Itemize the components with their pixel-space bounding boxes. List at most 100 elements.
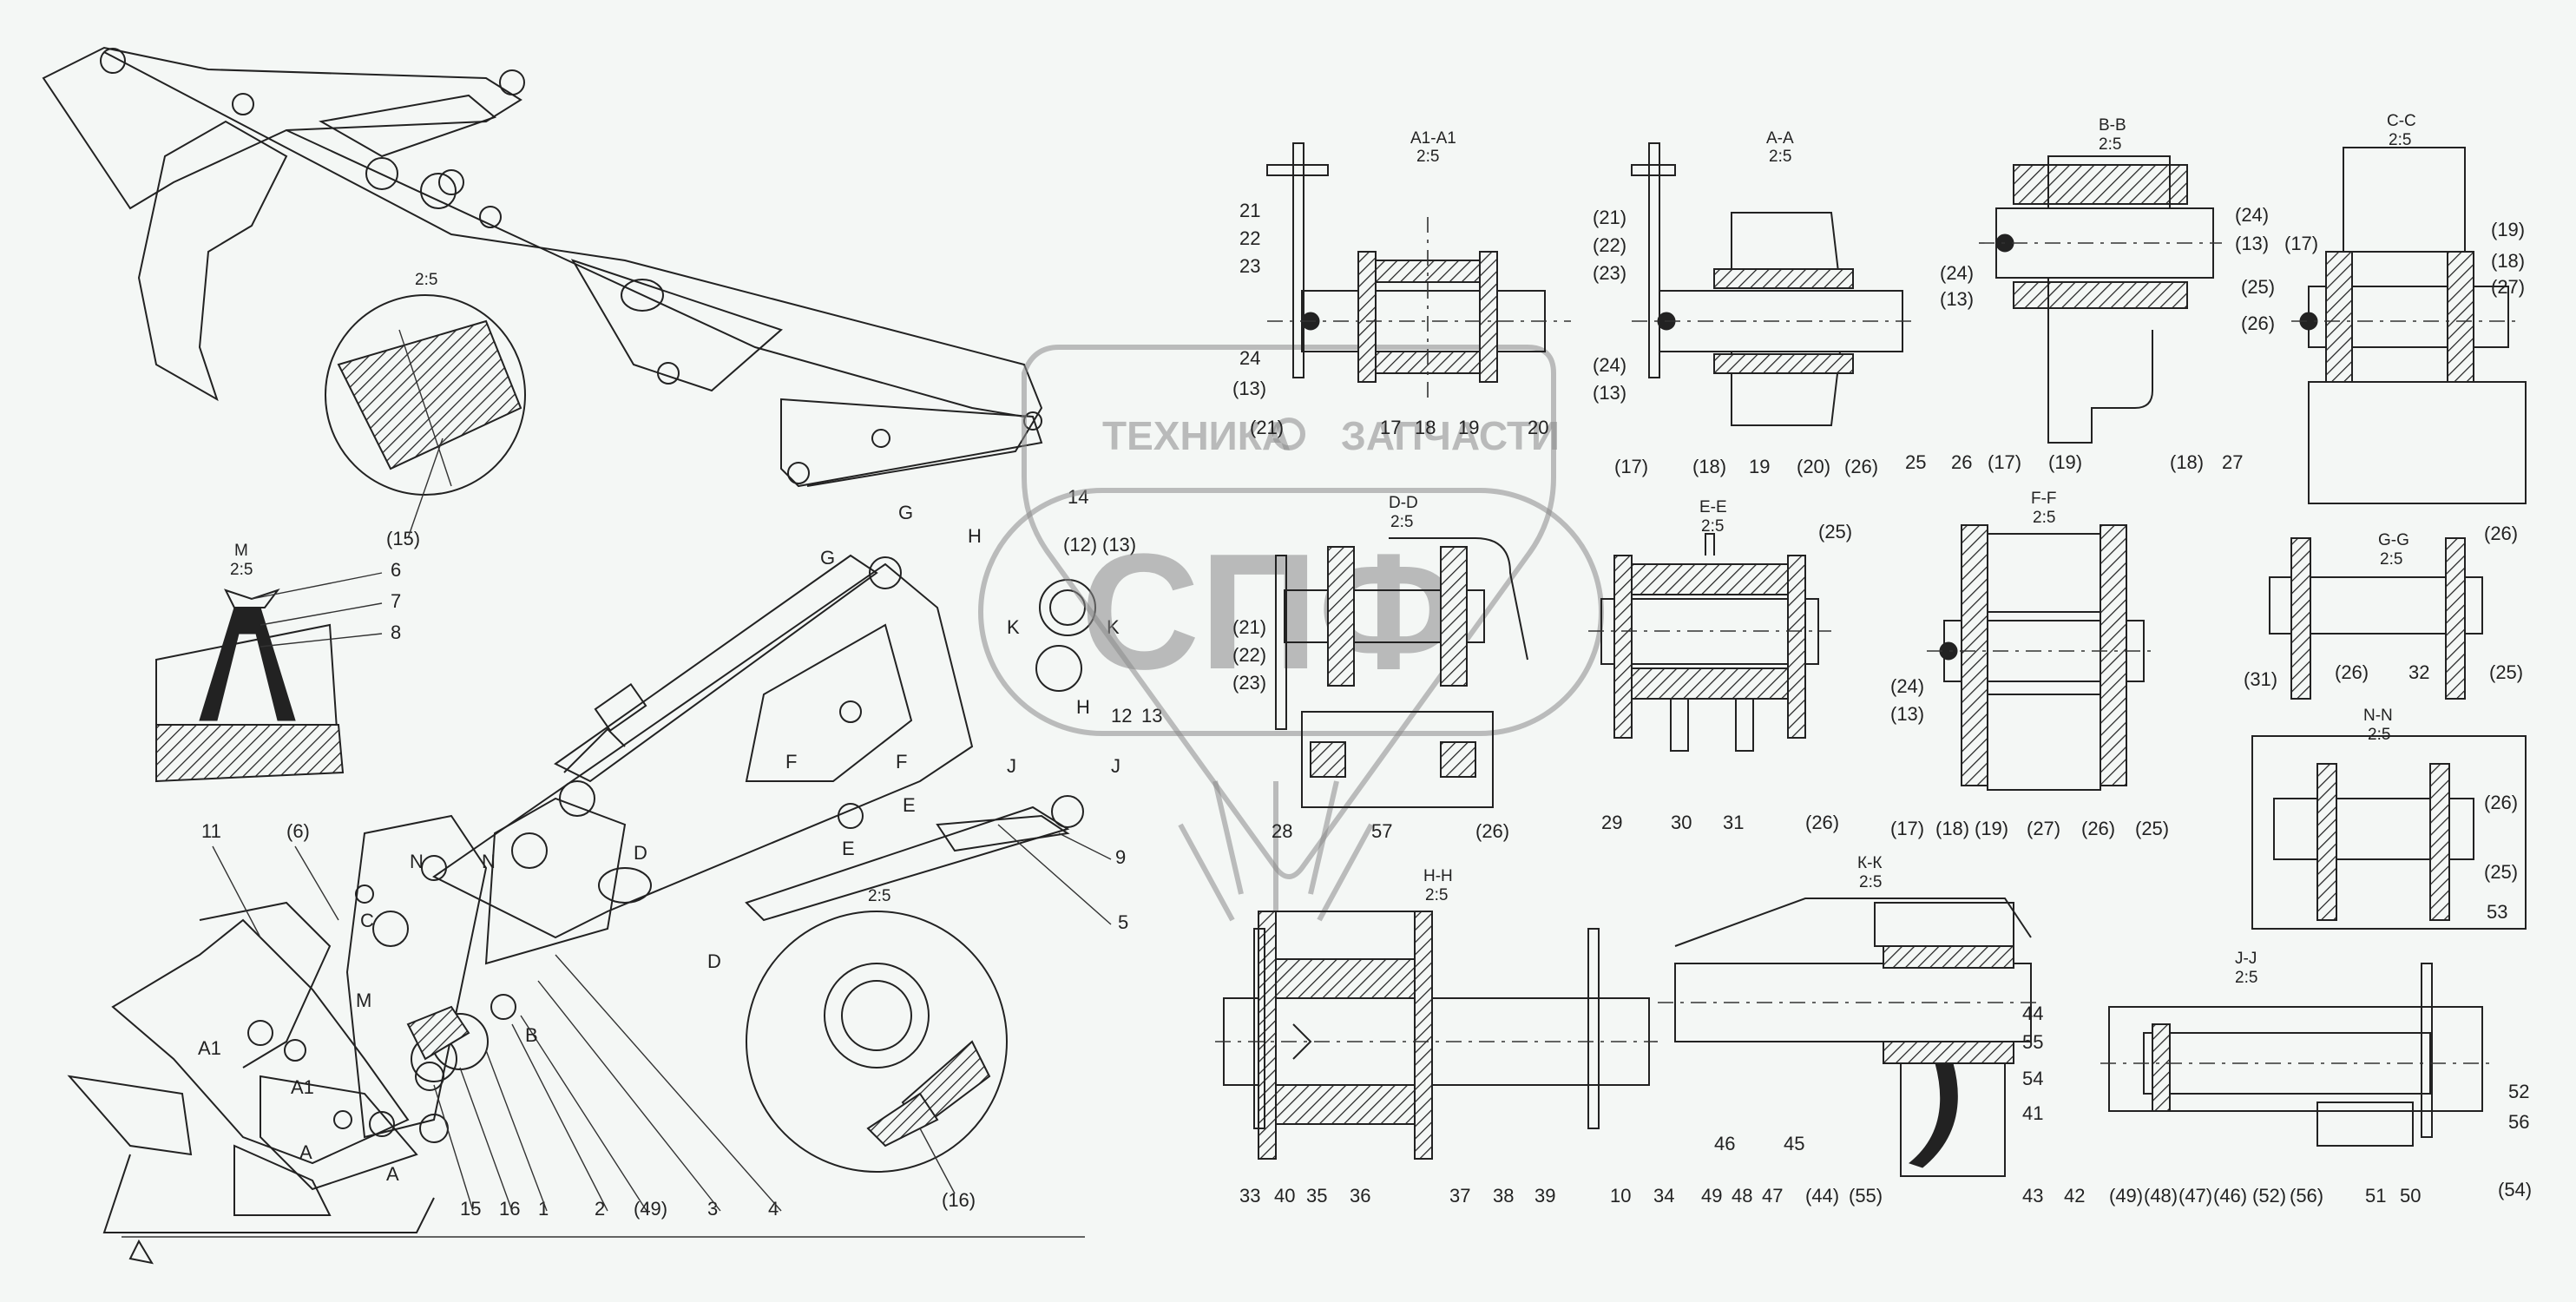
label-k-1: K <box>1007 616 1020 638</box>
hh-label-33: 33 <box>1239 1185 1260 1207</box>
section-nn-scale: 2:5 <box>2368 726 2390 744</box>
nn-label-25: (25) <box>2484 861 2518 883</box>
jj-label-49: (49) <box>2109 1185 2143 1207</box>
detail1-scale: 2:5 <box>415 271 437 289</box>
ee-label-31: 31 <box>1723 812 1744 833</box>
bb-label-17: (17) <box>1988 451 2021 473</box>
section-gg-title: G-G <box>2378 531 2409 549</box>
label-16-paren: (16) <box>942 1189 976 1211</box>
label-16: 16 <box>499 1198 520 1220</box>
a1a1-label-23: 23 <box>1239 255 1260 277</box>
gg-label-25: (25) <box>2489 661 2523 683</box>
aa-label-17: (17) <box>1614 456 1648 477</box>
gg-label-26: (26) <box>2484 523 2518 544</box>
main-assembly-view: 2:5 (15) <box>42 46 1162 1265</box>
section-m-scale: 2:5 <box>230 561 253 579</box>
gg-label-26b: (26) <box>2335 661 2369 683</box>
section-hh-scale: 2:5 <box>1425 886 1448 904</box>
jj-label-52: (52) <box>2252 1185 2286 1207</box>
aa-label-22: (22) <box>1593 234 1626 256</box>
section-dd-scale: 2:5 <box>1390 513 1413 531</box>
kk-label-46: 46 <box>1714 1133 1735 1154</box>
label-49-paren: (49) <box>634 1198 667 1220</box>
kk-label-43: 43 <box>2022 1185 2043 1207</box>
section-a1a1-title: А1-А1 <box>1410 129 1456 148</box>
aa-label-20: (20) <box>1797 456 1830 477</box>
ff-label-25: (25) <box>2135 818 2169 839</box>
section-kk-title: К-К <box>1857 854 1882 872</box>
bb-label-26: 26 <box>1951 451 1972 473</box>
ee-label-29: 29 <box>1601 812 1622 833</box>
jj-label-48: (48) <box>2144 1185 2178 1207</box>
section-jj-scale: 2:5 <box>2235 969 2257 987</box>
aa-label-21: (21) <box>1593 207 1626 228</box>
label-6: 6 <box>391 559 401 581</box>
ff-label-13: (13) <box>1890 703 1924 725</box>
kk-label-47: 47 <box>1762 1185 1783 1207</box>
kk-label-54: 54 <box>2022 1068 2043 1089</box>
section-ee-scale: 2:5 <box>1701 517 1724 536</box>
jj-label-47: (47) <box>2178 1185 2212 1207</box>
dd-label-28: 28 <box>1272 820 1292 842</box>
label-a-1: A <box>299 1141 312 1163</box>
kk-label-49: 49 <box>1701 1185 1722 1207</box>
aa-label-18: (18) <box>1692 456 1726 477</box>
label-a1-1: A1 <box>198 1037 221 1059</box>
label-7: 7 <box>391 590 401 612</box>
kk-label-42: 42 <box>2064 1185 2085 1207</box>
watermark-text-2: ЗАПЧАСТИ <box>1341 413 1560 458</box>
hh-label-35: 35 <box>1306 1185 1327 1207</box>
label-g-2: G <box>820 547 835 569</box>
watermark-logo-text: СПФ <box>1081 520 1459 704</box>
section-kk: К-К 2:5 44 55 54 41 46 45 49 48 47 (44) … <box>1658 854 2085 1207</box>
aa-label-24: (24) <box>1593 354 1626 376</box>
ff-label-24: (24) <box>1890 675 1924 697</box>
kk-label-44: 44 <box>2022 1003 2043 1024</box>
label-a-2: A <box>386 1163 399 1185</box>
label-e-2: E <box>842 838 855 859</box>
gg-label-32: 32 <box>2408 661 2429 683</box>
label-j-2: J <box>1111 755 1120 777</box>
label-11: 11 <box>201 820 221 842</box>
bb-label-13: (13) <box>1940 288 1974 310</box>
hh-label-10: 10 <box>1610 1185 1631 1207</box>
section-a1a1-scale: 2:5 <box>1416 148 1439 166</box>
dd-label-57: 57 <box>1371 820 1392 842</box>
bb-label-18: (18) <box>2170 451 2204 473</box>
dd-label-26: (26) <box>1475 820 1509 842</box>
a1a1-label-21b: (21) <box>1250 417 1284 438</box>
section-a1a1: А1-А1 2:5 21 22 23 24 (13) (21) 17 18 19… <box>1232 129 1571 438</box>
bb-label-24: (24) <box>1940 262 1974 284</box>
aa-label-26: (26) <box>1844 456 1878 477</box>
ee-label-26: (26) <box>1805 812 1839 833</box>
kk-label-55-paren: (55) <box>1849 1185 1883 1207</box>
jj-label-52b: 52 <box>2508 1081 2529 1102</box>
section-gg: G-G 2:5 (26) (31) (26) 32 (25) <box>2244 523 2523 700</box>
section-dd: D-D 2:5 (21) (22) (23) 28 57 (26) <box>1232 494 1528 842</box>
a1a1-label-21: 21 <box>1239 200 1260 221</box>
hh-label-38: 38 <box>1493 1185 1514 1207</box>
section-cc: С-С 2:5 (24) (13) (17) (25) (26) (19) (1… <box>2235 112 2527 504</box>
section-ff: F-F 2:5 (24) (13) (17) (18) (19) (27) (2… <box>1890 490 2169 839</box>
aa-label-19: 19 <box>1749 456 1770 477</box>
section-bb-title: В-В <box>2099 116 2126 135</box>
section-aa-title: А-А <box>1766 129 1794 148</box>
cc-label-24: (24) <box>2235 204 2269 226</box>
label-a1-2: A1 <box>291 1076 314 1098</box>
cc-label-27: (27) <box>2491 276 2525 298</box>
a1a1-label-13: (13) <box>1232 378 1266 399</box>
section-ee: Е-Е 2:5 (25) 29 30 31 (26) <box>1588 498 1852 833</box>
label-b: B <box>525 1024 538 1046</box>
label-4: 4 <box>768 1198 779 1220</box>
section-hh-title: Н-Н <box>1423 867 1453 885</box>
ff-label-19: (19) <box>1975 818 2008 839</box>
jj-label-54: (54) <box>2498 1179 2532 1200</box>
label-3: 3 <box>707 1198 718 1220</box>
dd-label-23: (23) <box>1232 672 1266 694</box>
ff-label-17: (17) <box>1890 818 1924 839</box>
jj-label-50: 50 <box>2400 1185 2421 1207</box>
a1a1-label-19: 19 <box>1458 417 1479 438</box>
ee-label-25: (25) <box>1818 521 1852 542</box>
label-f-1: F <box>785 751 797 773</box>
